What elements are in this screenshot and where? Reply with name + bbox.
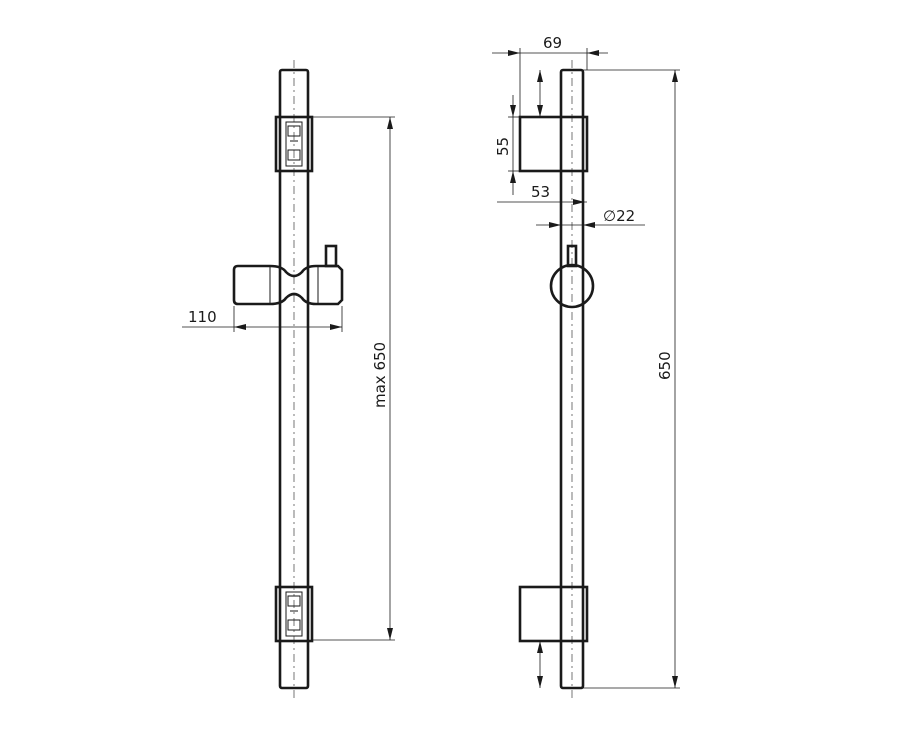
dim-69: 69 [492, 34, 608, 117]
front-slider [232, 244, 344, 306]
dim-69-label: 69 [543, 34, 562, 52]
front-top-bracket [274, 115, 314, 173]
side-top-bracket [518, 115, 589, 173]
dim-650-label: 650 [656, 351, 674, 380]
dim-max-650: max 650 [312, 116, 395, 641]
front-rail [278, 60, 310, 700]
dim-55: 55 [494, 95, 520, 195]
side-bottom-bracket [518, 585, 589, 643]
front-bottom-bracket [274, 585, 314, 643]
dim-max-650-label: max 650 [371, 342, 389, 408]
dim-53-label: 53 [531, 183, 550, 201]
dim-650: 650 [656, 70, 678, 688]
dim-diameter-22: ∅22 [536, 207, 645, 228]
dim-110-label: 110 [188, 308, 217, 326]
dim-53: 53 [497, 69, 680, 205]
dim-110: 110 [182, 306, 343, 332]
front-view: 110 max 650 [182, 60, 395, 700]
side-slider-knob [549, 244, 595, 309]
side-rail [559, 60, 585, 700]
dim-55-label: 55 [494, 137, 512, 156]
side-view: 69 55 53 ∅22 [492, 34, 680, 700]
dim-diameter-22-label: ∅22 [603, 207, 635, 225]
dim-bottom-offset [537, 641, 680, 689]
